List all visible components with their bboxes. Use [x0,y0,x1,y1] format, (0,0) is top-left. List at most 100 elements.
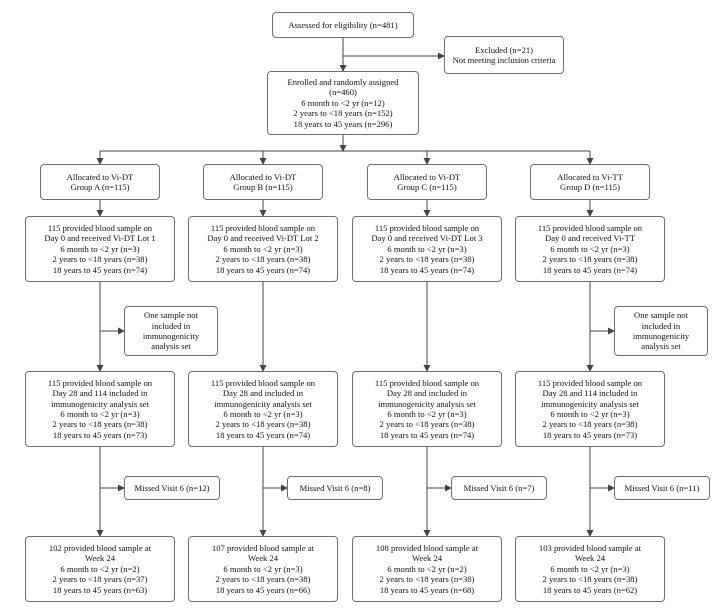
enrolled-box-line: 2 years to <18 years (n=152) [293,108,393,119]
group-a-excluded-sample-box-line: included in [151,320,191,331]
group-c-missed-box-line: Missed Visit 6 (n=7) [463,482,535,493]
group-a-week24-box-line: 18 years to 45 years (n=63) [52,584,148,595]
group-a-day28-box-line: Day 28 and 114 included in [52,388,148,399]
group-a-week24-box-line: 6 month to <2 yr (n=2) [60,563,140,574]
connectors [96,38,615,537]
group-d-day28-box-line: Day 28 and 114 included in [542,388,638,399]
group-b-week24-box-line: 107 provided blood sample at [211,542,315,553]
group-b-missed-box: Missed Visit 6 (n=8) [287,476,383,500]
group-b-day0-box-line: 6 month to <2 yr (n=3) [223,243,303,254]
group-d-week24-box-line: 2 years to <18 years (n=38) [542,574,638,585]
group-c-week24-box-line: 2 years to <18 years (n=38) [379,574,475,585]
group-c-day28-box-line: 6 month to <2 yr (n=3) [387,409,467,419]
enrolled-box-line: (n=460) [329,87,357,98]
group-c-day0-box-line: 18 years to 45 years (n=74) [379,264,475,275]
group-b-day28-box-line: immunogenicity analysis set [214,398,312,409]
group-a-week24-box-line: 2 years to <18 years (n=37) [52,574,148,585]
group-a-day0-box-line: 18 years to 45 years (n=74) [52,264,148,275]
group-d-allocated-box-line: Allocated to Vi-TT [557,171,623,182]
group-a-week24-box-line: Week 24 [84,553,116,564]
group-d-day28-box-line: immunogenicity analysis set [541,398,639,409]
group-a-day0-box-line: 2 years to <18 years (n=38) [52,254,148,265]
group-d-day0-box-line: 6 month to <2 yr (n=3) [550,243,630,254]
group-d-day0-box-line: 2 years to <18 years (n=38) [542,254,638,265]
group-a-excluded-sample-box-line: One sample not [144,310,198,321]
enrolled-box-line: Enrolled and randomly assigned [287,76,399,87]
group-d-week24-box-line: 6 month to <2 yr (n=3) [550,563,630,574]
group-c-day0-box-line: 115 provided blood sample on [374,222,480,233]
group-c-week24-box-line: 6 month to <2 yr (n=2) [387,563,467,574]
group-d-day28-box-line: 18 years to 45 years (n=73) [542,429,638,440]
group-b-day0-box-line: 115 provided blood sample on [210,222,316,233]
group-a-missed-box-line: Missed Visit 6 (n=12) [134,482,210,493]
group-c-day0-box-line: Day 0 and received Vi-DT Lot 3 [371,233,483,244]
group-d-allocated-box-line: Group D (n=115) [560,182,620,192]
group-b-week24-box-line: 18 years to 45 years (n=66) [215,584,311,595]
group-d-day0-box-line: 18 years to 45 years (n=74) [542,264,638,275]
group-b-week24-box-line: Week 24 [247,553,279,564]
group-b-allocated-box-line: Allocated to Vi-DT [229,171,297,182]
group-d-excluded-sample-box-line: analysis set [641,341,681,352]
group-b-allocated-box-line: Group B (n=115) [233,182,293,192]
group-b-day28-box-line: 115 provided blood sample on [210,377,316,388]
eligibility-box-line: Assessed for eligibility (n=481) [288,19,398,30]
group-a-day28-box-line: 18 years to 45 years (n=73) [52,429,148,440]
group-c-day28-box-line: 115 provided blood sample on [374,377,480,388]
enrolled-box: Enrolled and randomly assigned(n=460)6 m… [267,71,419,135]
group-a-allocated-box-line: Group A (n=115) [70,182,130,192]
group-b-day0-box-line: Day 0 and received Vi-DT Lot 2 [207,233,319,244]
group-b-week24-box-line: 6 month to <2 yr (n=3) [223,563,303,574]
excluded-box-line: Not meeting inclusion criteria [452,55,556,65]
group-b-day28-box-line: 2 years to <18 years (n=38) [215,419,311,430]
group-d-missed-box-line: Missed Visit 6 (n=11) [624,482,700,493]
group-a-day0-box-line: 115 provided blood sample on [47,222,153,233]
group-c-day28-box-line: 2 years to <18 years (n=38) [379,419,475,430]
group-c-week24-box-line: 18 years to 45 years (n=68) [379,584,475,595]
group-d-excluded-sample-box-line: immunogenicity [632,331,690,341]
group-b-missed-box-line: Missed Visit 6 (n=8) [299,482,371,493]
group-c-day0-box-line: 2 years to <18 years (n=38) [379,254,475,265]
group-a-day28-box-line: 115 provided blood sample on [47,377,153,388]
group-c-day28-box-line: Day 28 and included in [386,388,468,399]
group-c-day28-box-line: immunogenicity analysis set [378,398,476,409]
group-b-day28-box-line: 6 month to <2 yr (n=3) [223,409,303,419]
group-c-missed-box: Missed Visit 6 (n=7) [451,476,547,500]
group-a-excluded-sample-box-line: analysis set [151,341,191,352]
group-a-day28-box-line: immunogenicity analysis set [51,398,149,409]
excluded-box: Excluded (n=21)Not meeting inclusion cri… [444,36,564,74]
group-a-day0-box-line: Day 0 and received Vi-DT Lot 1 [44,233,156,244]
group-d-day28-box-line: 2 years to <18 years (n=38) [542,419,638,430]
group-d-excluded-sample-box-line: One sample not [634,310,688,321]
group-a-missed-box: Missed Visit 6 (n=12) [124,476,220,500]
group-d-excluded-sample-box-line: included in [641,320,681,331]
enrolled-box-line: 6 month to <2 yr (n=12) [301,97,385,108]
group-d-week24-box-line: Week 24 [574,553,606,564]
group-c-week24-box-line: 108 provided blood sample at [375,542,479,553]
group-a-allocated-box-line: Allocated to Vi-DT [66,171,134,182]
group-b-day0-box-line: 18 years to 45 years (n=74) [215,264,311,275]
group-d-day28-box-line: 6 month to <2 yr (n=3) [550,409,630,419]
group-b-week24-box-line: 2 years to <18 years (n=38) [215,574,311,585]
group-c-allocated-box-line: Allocated to Vi-DT [393,171,461,182]
group-c-week24-box-line: Week 24 [411,553,443,564]
group-d-day0-box-line: Day 0 and received Vi-TT [545,233,635,244]
group-a-day0-box-line: 6 month to <2 yr (n=3) [60,243,140,254]
group-c-day28-box-line: 18 years to 45 years (n=74) [379,429,475,440]
